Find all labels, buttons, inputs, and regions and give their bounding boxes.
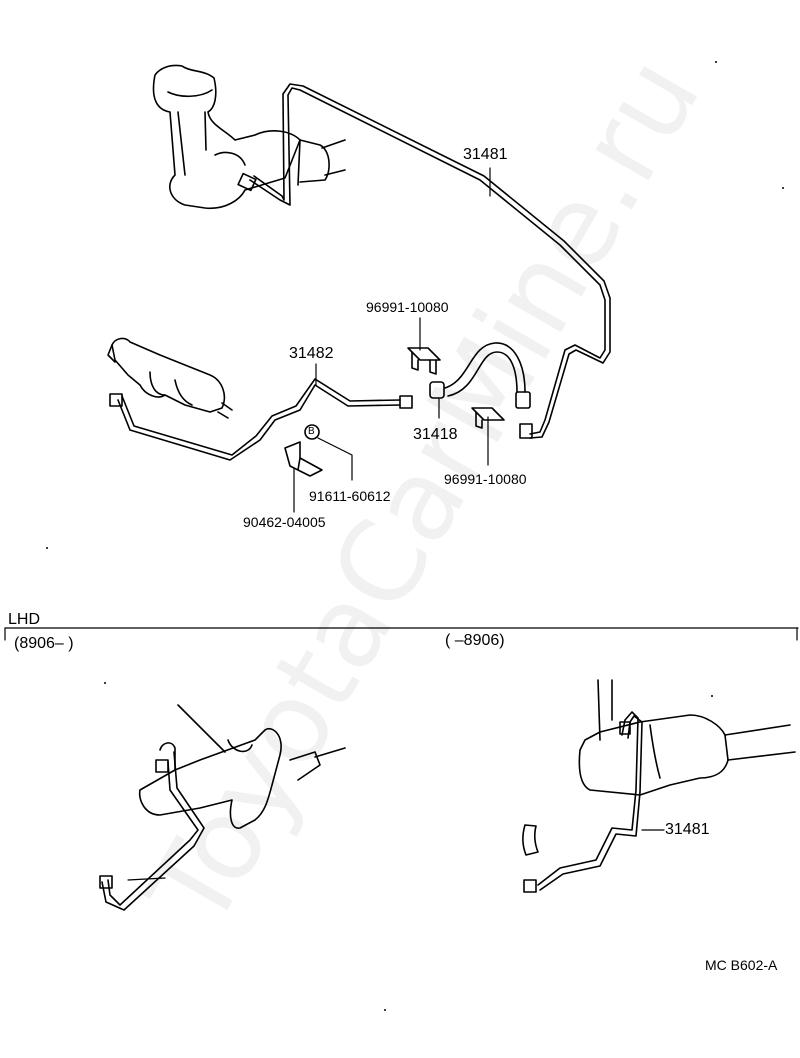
clip-96991-lower [471, 407, 505, 429]
date-range-left: (8906– ) [14, 635, 74, 652]
part-label-90462: 90462-04005 [243, 514, 326, 530]
part-label-31481-bottom: 31481 [665, 821, 710, 838]
dust-specks [46, 61, 784, 1011]
lhd-label: LHD [8, 611, 41, 628]
master-cylinder [152, 64, 346, 210]
pipe-31481-top [237, 83, 611, 439]
bottom-right-assembly [522, 679, 796, 893]
clamp-mark: B [308, 426, 315, 437]
clip-96991-upper [407, 347, 441, 375]
date-range-right: ( –8906) [445, 632, 505, 649]
part-label-31481-top: 31481 [463, 146, 508, 163]
part-label-31418: 31418 [413, 426, 458, 443]
part-label-96991-lower: 96991-10080 [444, 471, 527, 487]
section-divider [4, 627, 799, 641]
diagram-code: MC B602-A [705, 957, 778, 973]
bottom-left-assembly [99, 704, 346, 911]
leader-lines [293, 167, 491, 513]
part-label-96991-upper: 96991-10080 [366, 299, 449, 315]
hose-31418 [429, 342, 531, 409]
part-label-91611: 91611-60612 [309, 488, 391, 504]
pipe-31482 [109, 378, 413, 461]
bracket-90462 [284, 424, 323, 477]
part-label-31482: 31482 [289, 345, 334, 362]
release-cylinder [107, 337, 233, 419]
